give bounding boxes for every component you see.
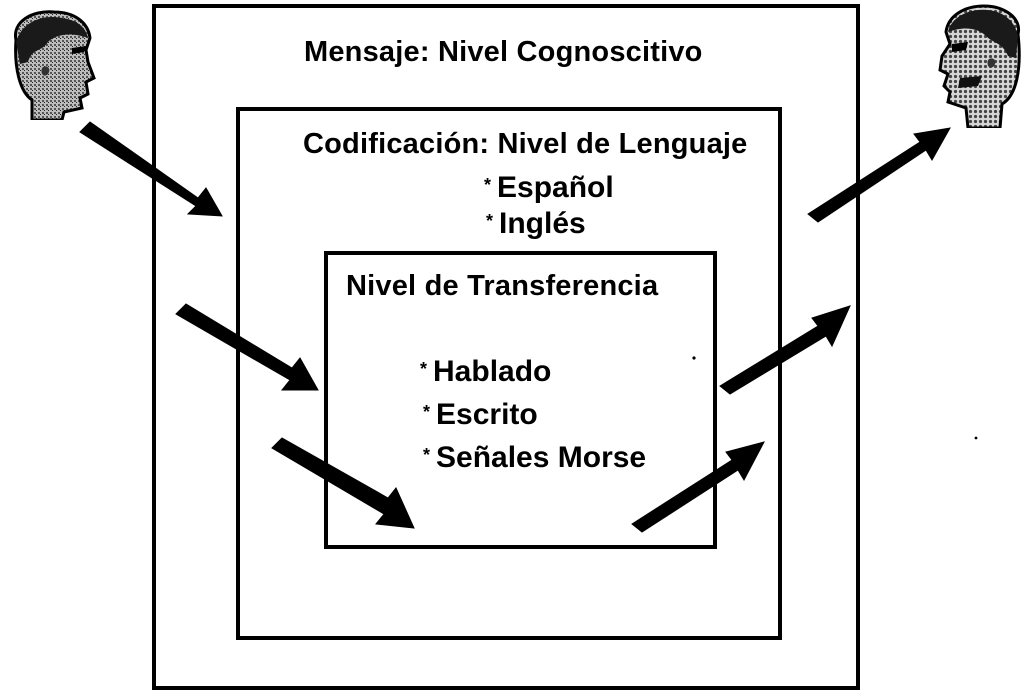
list-item-label: Señales Morse (436, 441, 647, 474)
list-item-ingles: *Inglés (486, 207, 586, 241)
bullet-icon: * (484, 174, 492, 195)
list-item-espanol: *Español (484, 171, 614, 205)
sender-head-icon (14, 10, 96, 120)
outer-box-label: Mensaje: Nivel Cognoscitivo (304, 36, 703, 68)
receiver-head-icon (938, 4, 1021, 128)
bullet-icon: * (486, 210, 494, 231)
list-item-label: Escrito (436, 398, 538, 431)
inner-box-label: Nivel de Transferencia (346, 270, 659, 302)
bullet-icon: * (423, 401, 431, 422)
list-item-escrito: *Escrito (423, 398, 538, 432)
middle-box-label: Codificación: Nivel de Lenguaje (303, 128, 748, 160)
list-item-senales-morse: *Señales Morse (423, 441, 646, 475)
list-item-hablado: *Hablado (420, 355, 551, 389)
bullet-icon: * (423, 444, 431, 465)
bullet-icon: * (420, 358, 428, 379)
list-item-label: Hablado (433, 355, 552, 388)
speck-dot (974, 436, 978, 440)
list-item-label: Español (497, 171, 614, 204)
list-item-label: Inglés (499, 207, 586, 240)
